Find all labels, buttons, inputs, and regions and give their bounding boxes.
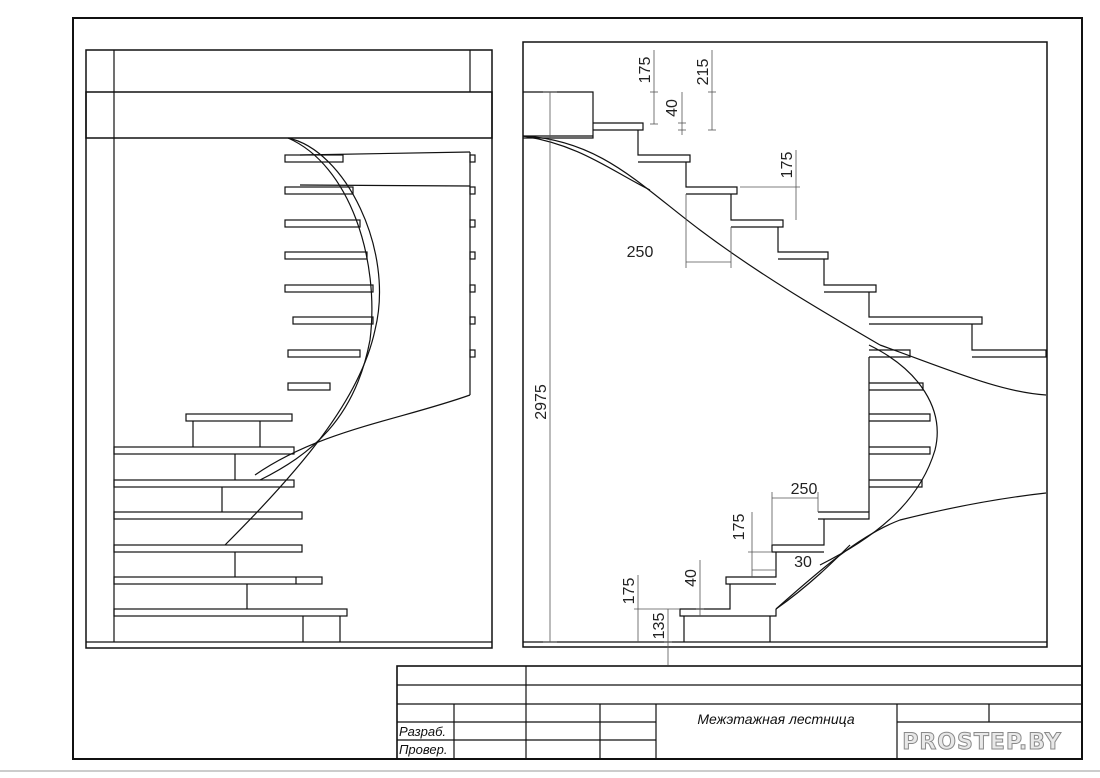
dim-total-height: 2975 <box>533 384 550 420</box>
floor-slab <box>85 91 493 139</box>
tread <box>725 552 777 585</box>
tread <box>593 122 644 131</box>
dimension-labels: 2975 175 40 215 175 250 250 175 30 40 17… <box>533 57 817 640</box>
drawing-title: Межэтажная лестница <box>697 711 854 727</box>
tread <box>284 219 361 228</box>
tread <box>869 382 924 391</box>
dim-upper-tread-depth: 250 <box>627 244 654 261</box>
spiral-inner-curve-2 <box>259 137 373 481</box>
spiral-inner-curve <box>224 137 380 546</box>
tread <box>185 413 293 422</box>
tread <box>287 349 361 358</box>
checker-label: Провер. <box>399 742 447 757</box>
tread <box>284 154 344 163</box>
tread <box>869 446 931 455</box>
watermark-logo: PROSTEP.BY <box>902 730 1062 755</box>
tread <box>771 519 825 553</box>
upper-slab <box>523 91 594 139</box>
bolt <box>469 186 476 195</box>
title-block <box>396 665 1083 760</box>
dim-bottom-offset: 135 <box>651 613 668 640</box>
dim-bottom-rise: 175 <box>621 578 638 605</box>
tread <box>113 446 295 455</box>
tread <box>287 382 331 391</box>
dim-upper-total: 215 <box>695 59 712 86</box>
tread <box>818 511 870 520</box>
winder-curve <box>819 344 938 566</box>
tread <box>868 292 983 325</box>
side-view <box>522 41 1048 648</box>
developer-label: Разраб. <box>399 724 446 739</box>
tread <box>777 227 829 260</box>
dim-lower-nosing: 30 <box>794 554 812 571</box>
tread <box>823 259 877 293</box>
bolt <box>469 284 476 293</box>
stringer-to-wall <box>879 344 1047 396</box>
tread <box>685 162 738 195</box>
tread <box>292 316 374 325</box>
tread <box>113 511 303 520</box>
dim-lower-step-rise: 175 <box>731 514 748 541</box>
panel-line-2 <box>299 184 471 187</box>
dim-lower-tread-depth: 250 <box>791 481 818 498</box>
tread <box>284 186 354 195</box>
dim-upper-step-rise: 175 <box>779 152 796 179</box>
tread <box>971 324 1047 358</box>
dimensions <box>543 50 819 665</box>
spiral-outer-curve <box>254 394 471 476</box>
tread <box>637 130 691 163</box>
tread <box>113 544 303 553</box>
tread <box>284 251 368 260</box>
tread <box>113 479 295 488</box>
lower-stringer-curve-2 <box>775 544 851 610</box>
tread <box>869 413 931 422</box>
upper-stringer-curve-2 <box>522 135 651 191</box>
tread <box>284 284 374 293</box>
tread <box>113 576 323 585</box>
side-view-frame <box>522 41 1048 648</box>
lower-stringer-curve <box>775 492 1047 610</box>
bolt <box>469 154 476 163</box>
bolt <box>469 316 476 325</box>
bolt <box>469 219 476 228</box>
tread <box>730 194 784 228</box>
front-view <box>85 49 493 649</box>
bolt <box>469 251 476 260</box>
dim-upper-rise: 175 <box>637 57 654 84</box>
dim-upper-thickness: 40 <box>664 99 681 117</box>
front-view-frame <box>85 49 493 649</box>
upper-stringer-curve <box>522 135 881 346</box>
dim-lower-thickness: 40 <box>683 569 700 587</box>
tread <box>869 479 923 488</box>
tread <box>113 608 348 617</box>
bolt <box>469 349 476 358</box>
tread <box>679 584 777 617</box>
